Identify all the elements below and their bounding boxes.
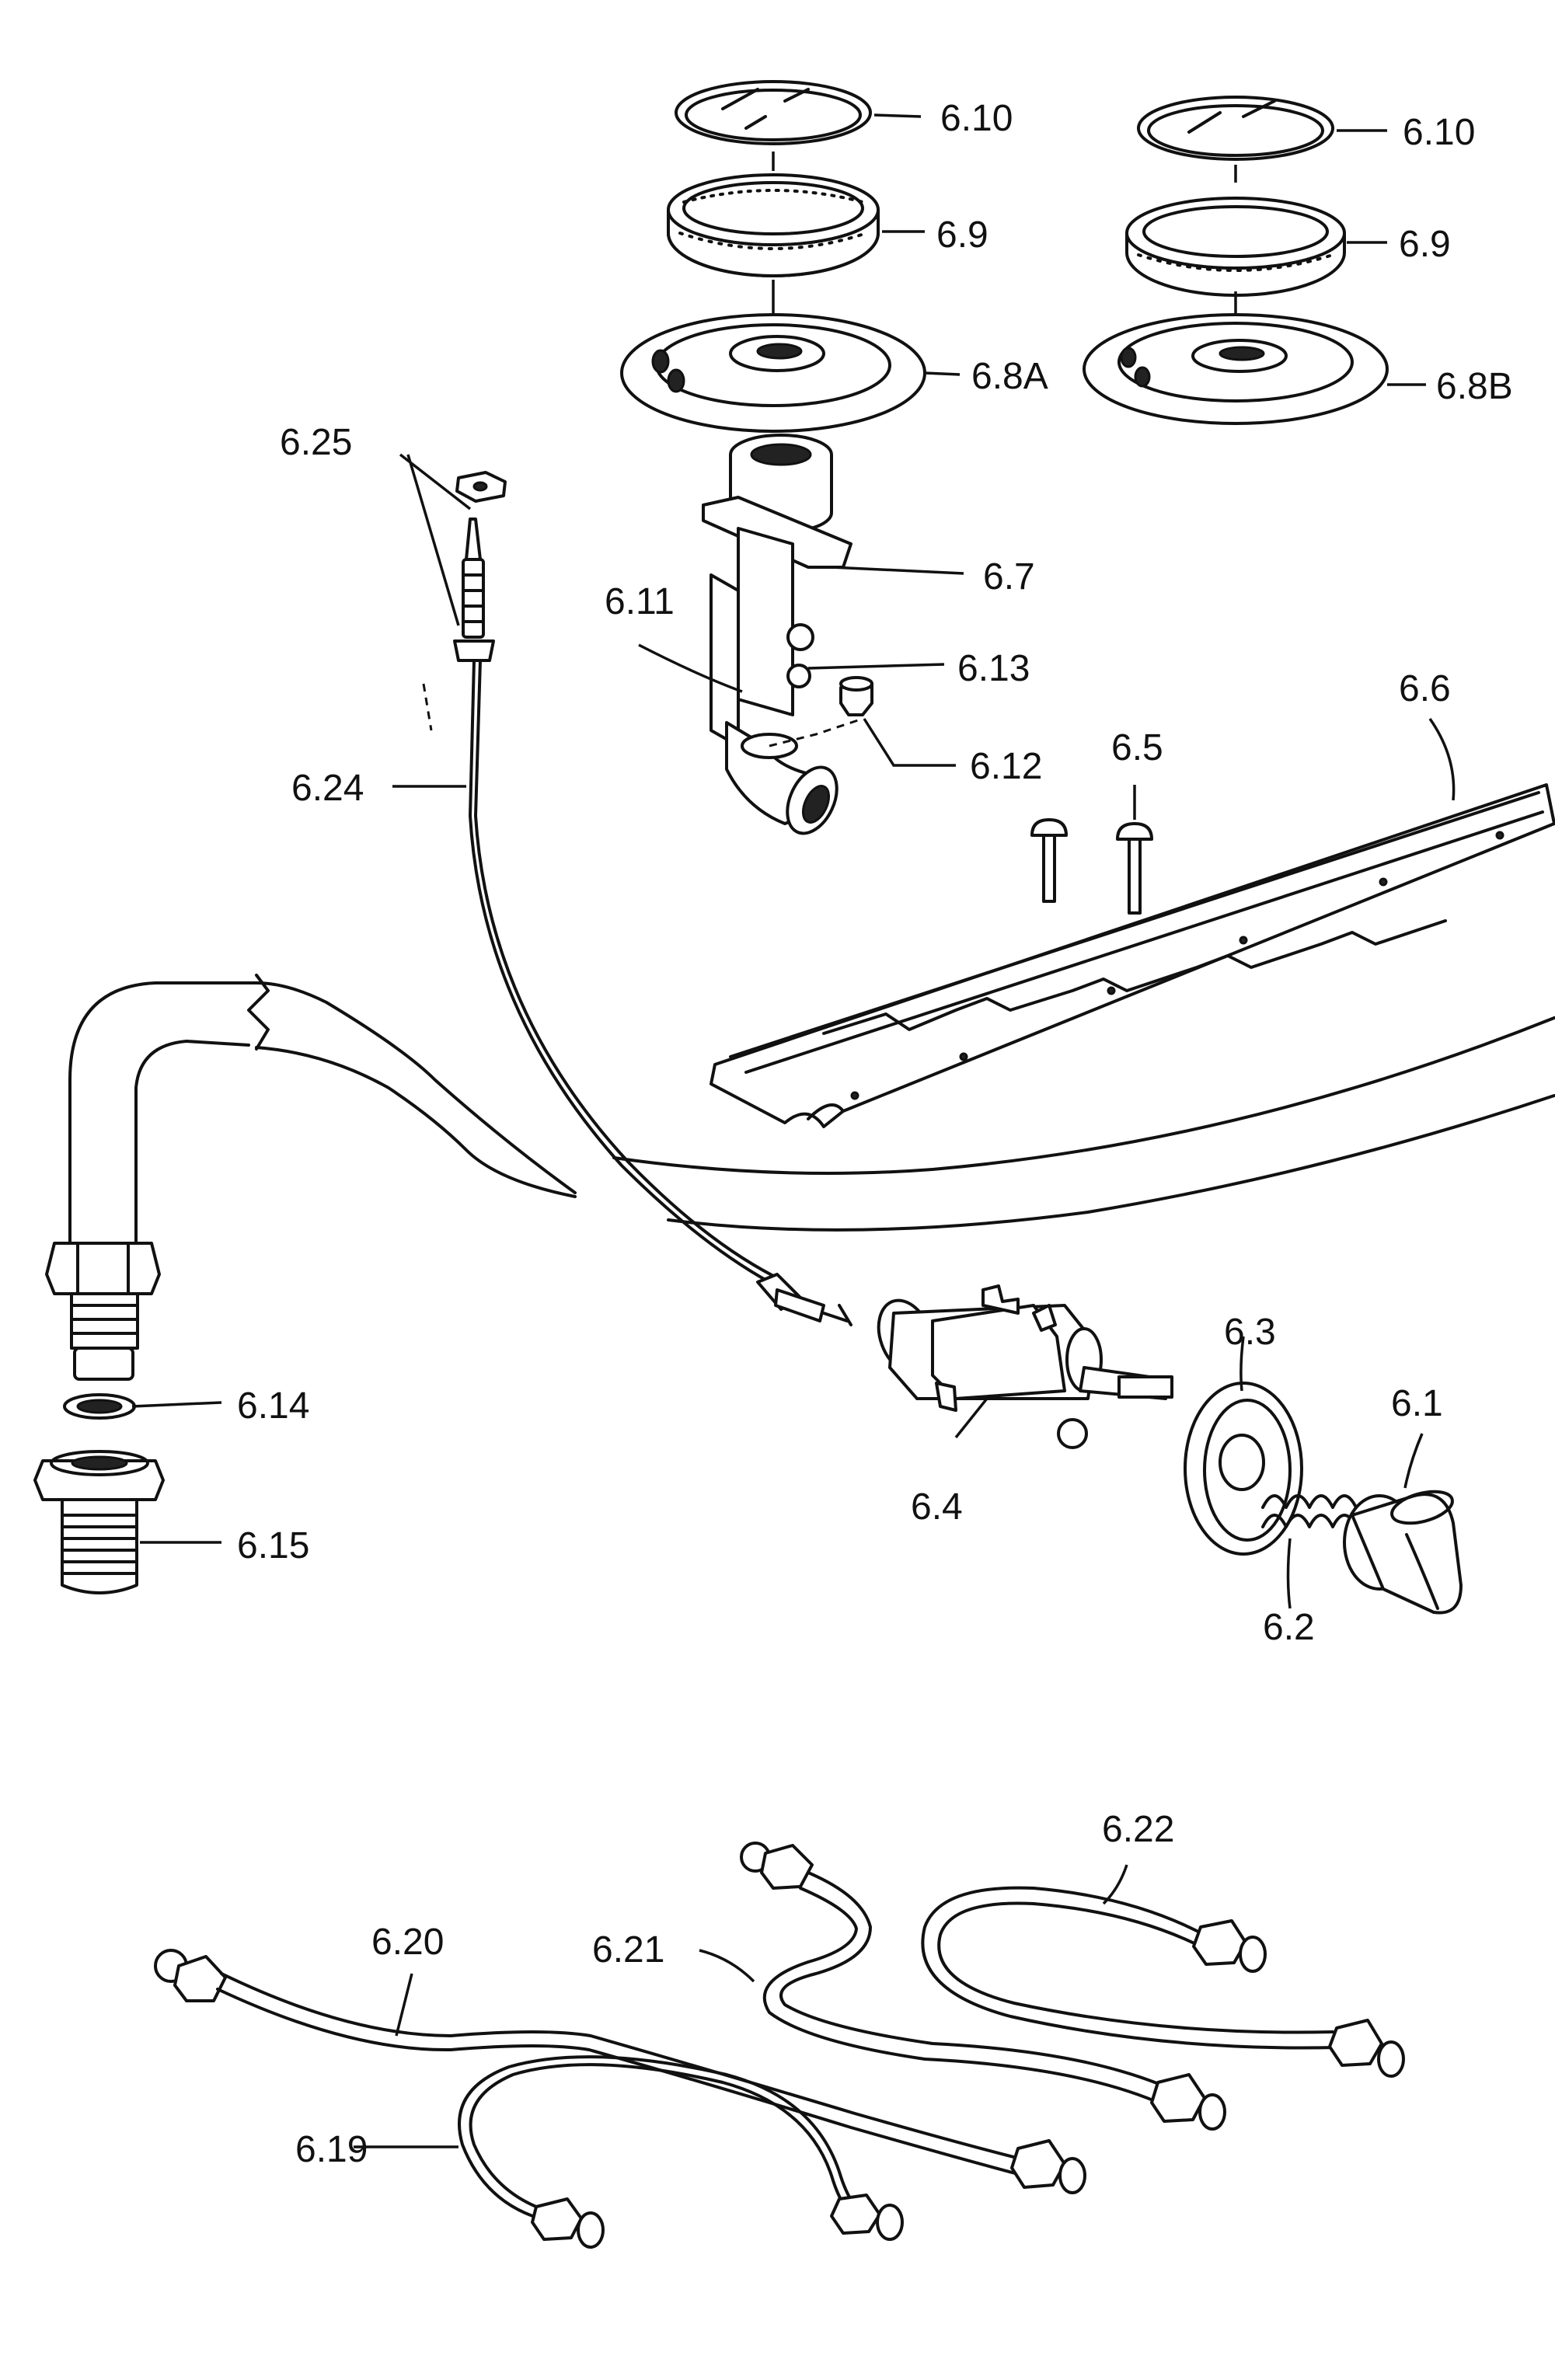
- sealing-washer: [63, 1393, 136, 1420]
- callout-6-4: 6.4: [911, 1486, 963, 1528]
- callout-6-13: 6.13: [957, 648, 1030, 689]
- gas-control-tap: [877, 1284, 1173, 1449]
- callout-6-2: 6.2: [1263, 1607, 1315, 1648]
- callout-6-24: 6.24: [291, 768, 364, 809]
- thermocouple-nut: [455, 471, 507, 503]
- callout-6-22: 6.22: [1102, 1809, 1174, 1850]
- burner-crown-left: [667, 173, 880, 277]
- callout-6-3: 6.3: [1224, 1312, 1276, 1353]
- leader-lines: [131, 113, 1456, 2148]
- callout-6-1: 6.1: [1391, 1383, 1443, 1424]
- callout-6-6: 6.6: [1399, 668, 1451, 709]
- gas-pipe-6-22: [921, 1886, 1405, 2078]
- callout-6-14: 6.14: [237, 1385, 309, 1427]
- callout-6-19: 6.19: [295, 2129, 368, 2170]
- callout-6-8a: 6.8A: [971, 356, 1048, 397]
- callout-6-21: 6.21: [592, 1929, 664, 1971]
- knob-spring: [1261, 1494, 1358, 1528]
- callout-6-20: 6.20: [371, 1922, 444, 1963]
- threaded-adaptor: [33, 1450, 165, 1594]
- callout-6-15: 6.15: [237, 1525, 309, 1566]
- burner-base-right: [1083, 313, 1389, 425]
- burner-cap-right: [1137, 96, 1334, 161]
- gas-supply-pipe: [68, 974, 1555, 1245]
- callout-6-12: 6.12: [970, 746, 1042, 787]
- callout-6-11: 6.11: [605, 581, 675, 622]
- gas-manifold-rail: [710, 783, 1555, 1128]
- burner-body: [702, 434, 852, 835]
- callout-6-5: 6.5: [1111, 727, 1163, 768]
- gas-pipe-6-21: [740, 1842, 1226, 2131]
- callout-6-25: 6.25: [280, 422, 352, 463]
- burner-cap-left: [675, 80, 872, 145]
- mounting-screw: [1030, 818, 1068, 903]
- callout-6-10-left: 6.10: [940, 98, 1013, 139]
- callout-6-10-right: 6.10: [1403, 112, 1475, 153]
- injector-jet: [839, 676, 873, 716]
- gas-pipe-6-19: [458, 2055, 904, 2249]
- control-knob: [1343, 1490, 1463, 1615]
- burner-base-left: [620, 313, 926, 433]
- callout-6-8b: 6.8B: [1436, 366, 1513, 407]
- gas-pipe-6-20: [154, 1949, 1086, 2194]
- control-bezel: [1184, 1382, 1303, 1556]
- callout-6-7: 6.7: [983, 556, 1035, 598]
- callout-6-9-left: 6.9: [936, 214, 988, 256]
- callout-6-9-right: 6.9: [1399, 224, 1451, 265]
- thermocouple: [453, 517, 852, 1326]
- burner-crown-right: [1125, 197, 1346, 297]
- pipe-nut: [45, 1242, 161, 1381]
- mounting-screw: [1116, 822, 1153, 915]
